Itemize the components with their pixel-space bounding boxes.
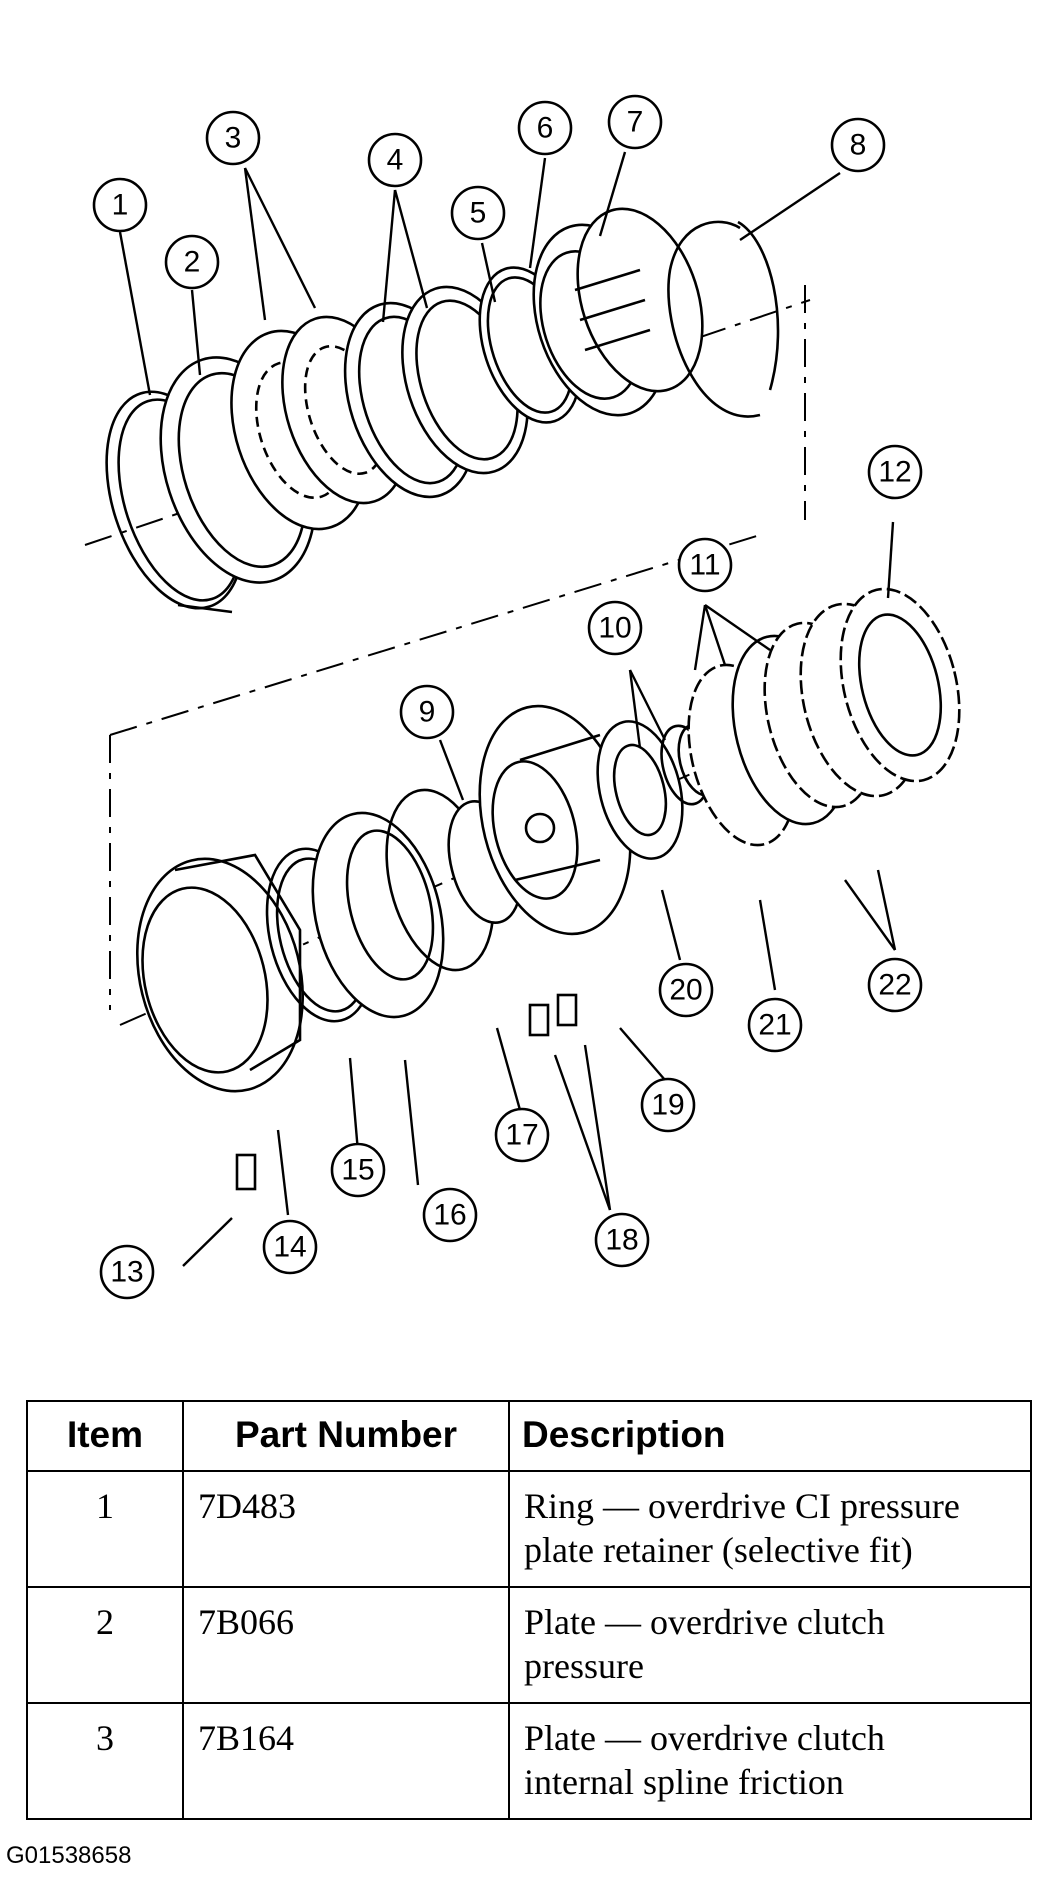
part-18-bolts	[528, 993, 578, 1037]
callout-13: 13	[99, 1244, 155, 1300]
part-16-plate	[311, 811, 445, 1019]
callout-15: 15	[330, 1142, 386, 1198]
lower-assembly	[109, 587, 961, 1191]
svg-text:21: 21	[758, 1009, 791, 1042]
table-row: 2 7B066 Plate — overdrive clutch pressur…	[26, 1586, 1032, 1704]
svg-text:2: 2	[184, 246, 201, 279]
header-item: Item	[26, 1400, 184, 1472]
callout-19: 19	[640, 1077, 696, 1133]
svg-text:4: 4	[387, 144, 404, 177]
callout-6: 6	[517, 100, 573, 156]
table-row: 3 7B164 Plate — overdrive clutch interna…	[26, 1702, 1032, 1820]
svg-text:6: 6	[537, 112, 554, 145]
cell-part-number: 7B164	[182, 1702, 510, 1820]
callout-16: 16	[422, 1187, 478, 1243]
description-line: Plate — overdrive clutch	[524, 1718, 885, 1758]
svg-text:18: 18	[605, 1224, 638, 1257]
svg-text:5: 5	[470, 197, 487, 230]
leader-lines	[118, 151, 897, 1267]
svg-text:7: 7	[627, 106, 644, 139]
callout-22: 22	[867, 957, 923, 1013]
svg-text:12: 12	[878, 456, 911, 489]
description-line: plate retainer (selective fit)	[524, 1530, 913, 1570]
callout-21: 21	[747, 997, 803, 1053]
svg-text:13: 13	[110, 1256, 143, 1289]
callout-7: 7	[607, 94, 663, 150]
callout-3: 3	[205, 110, 261, 166]
part-13-bolt	[235, 1153, 257, 1191]
exploded-parts-diagram: 1 2 3 4 5 6 7 8 9 10 11 12 13 14 15 16 1…	[84, 94, 961, 1300]
svg-text:10: 10	[598, 612, 631, 645]
svg-text:14: 14	[273, 1231, 306, 1264]
parts-table: Item Part Number Description 1 7D483 Rin…	[26, 1400, 1032, 1820]
cell-item: 3	[26, 1702, 184, 1820]
header-part-number: Part Number	[182, 1400, 510, 1472]
svg-text:3: 3	[225, 122, 242, 155]
callouts: 1 2 3 4 5 6 7 8 9 10 11 12 13 14 15 16 1…	[92, 94, 923, 1300]
connector-dashed-line	[109, 534, 761, 736]
svg-text:11: 11	[689, 549, 720, 582]
table-header-row: Item Part Number Description	[26, 1400, 1032, 1472]
part-12-22-plates	[799, 587, 961, 798]
cell-item: 1	[26, 1470, 184, 1588]
svg-text:20: 20	[669, 974, 702, 1007]
callout-20: 20	[658, 962, 714, 1018]
description-line: pressure	[524, 1646, 644, 1686]
svg-text:1: 1	[112, 189, 129, 222]
part-6-7-piston-cylinder	[532, 207, 704, 417]
upper-assembly	[84, 207, 811, 736]
svg-text:8: 8	[850, 129, 867, 162]
callout-17: 17	[494, 1107, 550, 1163]
callout-12: 12	[867, 444, 923, 500]
description-line: Ring — overdrive CI pressure	[524, 1486, 960, 1526]
callout-5: 5	[450, 185, 506, 241]
callout-2: 2	[164, 234, 220, 290]
cell-part-number: 7D483	[182, 1470, 510, 1588]
description-line: Plate — overdrive clutch	[524, 1602, 885, 1642]
callout-4: 4	[367, 132, 423, 188]
figure-code: G01538658	[6, 1842, 132, 1869]
cell-description: Ring — overdrive CI pressure plate retai…	[508, 1470, 1032, 1588]
svg-text:19: 19	[651, 1089, 684, 1122]
description-line: internal spline friction	[524, 1762, 844, 1802]
cell-item: 2	[26, 1586, 184, 1704]
callout-14: 14	[262, 1219, 318, 1275]
cell-description: Plate — overdrive clutch pressure	[508, 1586, 1032, 1704]
svg-text:16: 16	[433, 1199, 466, 1232]
callout-1: 1	[92, 177, 148, 233]
header-description: Description	[508, 1400, 1032, 1472]
part-14-housing	[135, 853, 305, 1093]
callout-10: 10	[587, 600, 643, 656]
svg-text:17: 17	[505, 1119, 538, 1152]
cell-description: Plate — overdrive clutch internal spline…	[508, 1702, 1032, 1820]
svg-text:9: 9	[419, 696, 436, 729]
svg-text:15: 15	[341, 1154, 374, 1187]
callout-18: 18	[594, 1212, 650, 1268]
callout-9: 9	[399, 684, 455, 740]
callout-11: 11	[677, 537, 733, 593]
cell-part-number: 7B066	[182, 1586, 510, 1704]
part-8-snap-ring	[667, 220, 780, 418]
table-row: 1 7D483 Ring — overdrive CI pressure pla…	[26, 1470, 1032, 1588]
callout-8: 8	[830, 117, 886, 173]
svg-text:22: 22	[878, 969, 911, 1002]
